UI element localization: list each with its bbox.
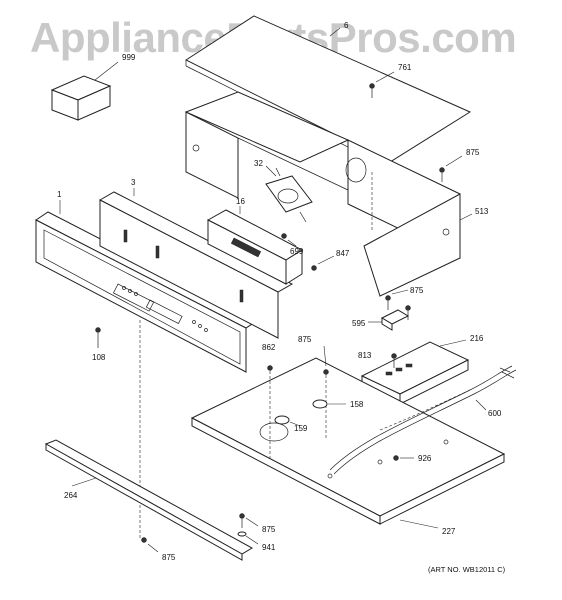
callout-875-bottom: 875 (262, 525, 276, 534)
part-16-control-board (206, 206, 304, 285)
callout-3: 3 (131, 178, 136, 187)
callout-108: 108 (92, 353, 106, 362)
part-813-screw (391, 353, 397, 368)
callout-862: 862 (262, 343, 276, 352)
callout-813: 813 (358, 351, 372, 360)
callout-926: 926 (418, 454, 432, 463)
part-264-trim-strip (44, 439, 254, 561)
part-761-screw (369, 71, 395, 98)
callout-216: 216 (470, 334, 484, 343)
callout-941: 941 (262, 543, 276, 552)
part-862-screw (267, 365, 273, 460)
callout-699: 699 (290, 247, 304, 256)
callout-264: 264 (64, 491, 78, 500)
part-941-spacer (237, 531, 259, 545)
callout-159: 159 (294, 424, 308, 433)
callout-1: 1 (57, 190, 62, 199)
callout-875-middle: 875 (298, 335, 312, 344)
part-32-fan-motor (265, 165, 313, 223)
callout-6: 6 (344, 21, 349, 30)
part-875-screw-bottom (239, 513, 259, 528)
callout-595: 595 (352, 319, 366, 328)
part-875-screw-middle (323, 345, 329, 440)
callout-513: 513 (475, 207, 489, 216)
callout-875-pair: 875 (410, 286, 424, 295)
callout-32: 32 (254, 159, 263, 168)
part-875-screw-pair (385, 289, 411, 320)
part-999-box (50, 61, 119, 121)
part-159-thermostat (274, 415, 301, 427)
part-600-wire-harness (329, 365, 517, 475)
part-227-base-plate (190, 357, 506, 529)
part-3-bracket (98, 188, 294, 339)
callout-999: 999 (122, 53, 136, 62)
callout-875-top: 875 (466, 148, 480, 157)
part-926-clip (393, 455, 414, 461)
callout-227: 227 (442, 527, 456, 536)
art-number: (ART NO. WB12011 C) (428, 565, 506, 574)
part-875-screw-top (439, 155, 463, 182)
part-158-thermostat (312, 399, 346, 409)
callout-600: 600 (488, 409, 502, 418)
callout-761: 761 (398, 63, 412, 72)
part-513-housing (184, 91, 473, 297)
part-875-screw-lower (141, 537, 159, 553)
callout-16: 16 (236, 197, 245, 206)
part-595-clamp (368, 309, 410, 331)
part-847-screw (311, 255, 335, 271)
callout-158: 158 (350, 400, 364, 409)
callout-847: 847 (336, 249, 350, 258)
callout-875-lower: 875 (162, 553, 176, 562)
part-108-screw (95, 327, 101, 348)
part-699-screw (281, 233, 297, 247)
